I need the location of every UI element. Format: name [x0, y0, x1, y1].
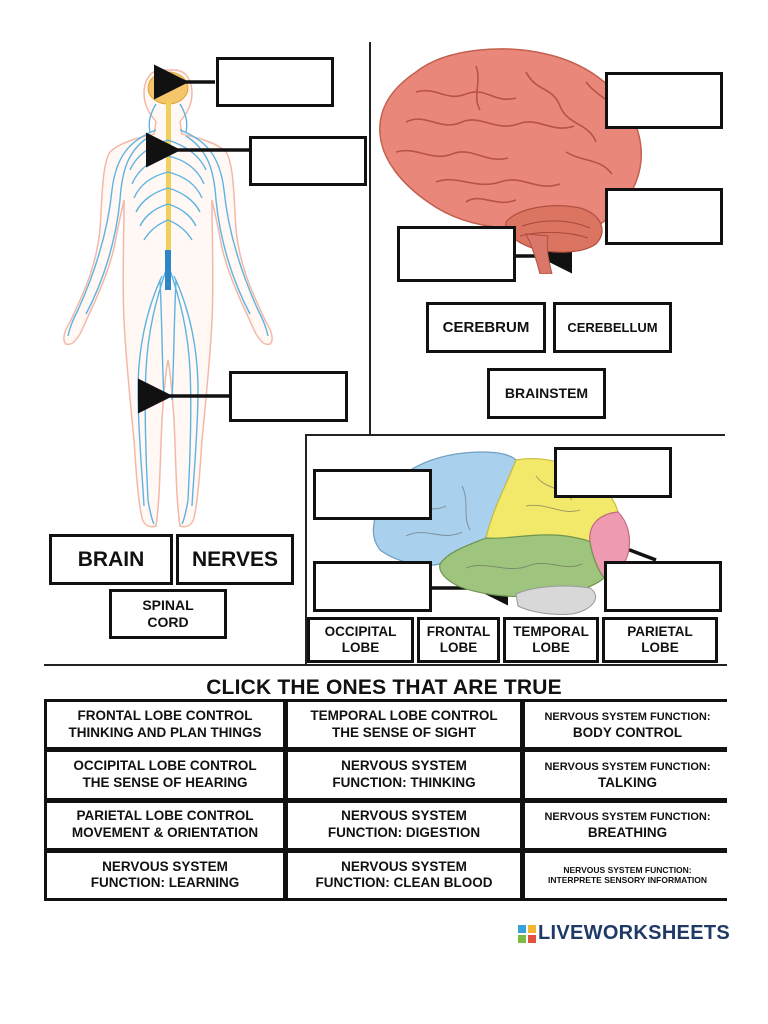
drop-box-cerebellum[interactable]: [605, 188, 723, 245]
tf-option-ns-sensory-information[interactable]: NERVOUS SYSTEM FUNCTION:INTERPRETE SENSO…: [525, 852, 730, 898]
liveworksheets-logo-icon: [518, 924, 536, 943]
label-nerves[interactable]: NERVES: [176, 534, 294, 585]
vertical-divider: [369, 42, 371, 434]
label-brainstem[interactable]: BRAINSTEM: [487, 368, 606, 419]
tf-option-ns-breathing[interactable]: NERVOUS SYSTEM FUNCTION:BREATHING: [525, 802, 730, 848]
label-cerebrum[interactable]: CEREBRUM: [426, 302, 546, 353]
drop-box-body-nerves[interactable]: [229, 371, 348, 422]
liveworksheets-logo: LIVEWORKSHEETS: [518, 922, 730, 945]
drop-box-lobe-temporal[interactable]: [313, 561, 432, 612]
label-frontal-lobe[interactable]: FRONTAL LOBE: [417, 617, 500, 663]
tf-option-ns-body-control[interactable]: NERVOUS SYSTEM FUNCTION:BODY CONTROL: [525, 702, 730, 748]
horizontal-divider: [44, 664, 727, 666]
drop-box-cerebrum[interactable]: [605, 72, 723, 129]
drop-box-body-spinal-cord[interactable]: [249, 136, 367, 186]
lobe-panel-top-line: [305, 434, 725, 436]
label-occipital-lobe[interactable]: OCCIPITAL LOBE: [307, 617, 414, 663]
tf-option-ns-talking[interactable]: NERVOUS SYSTEM FUNCTION:TALKING: [525, 752, 730, 798]
drop-box-brainstem[interactable]: [397, 226, 516, 282]
label-brain[interactable]: BRAIN: [49, 534, 173, 585]
label-spinal-cord[interactable]: SPINAL CORD: [109, 589, 227, 639]
true-false-title: CLICK THE ONES THAT ARE TRUE: [206, 676, 562, 699]
drop-box-body-brain[interactable]: [216, 57, 334, 107]
label-cerebellum[interactable]: CEREBELLUM: [553, 302, 672, 353]
drop-box-lobe-frontal[interactable]: [313, 469, 432, 520]
brain-image: [379, 48, 642, 274]
lobe-panel-left-line: [305, 434, 307, 664]
drop-box-lobe-parietal[interactable]: [554, 447, 672, 498]
label-parietal-lobe[interactable]: PARIETAL LOBE: [602, 617, 718, 663]
label-temporal-lobe[interactable]: TEMPORAL LOBE: [503, 617, 599, 663]
logo-text: LIVEWORKSHEETS: [538, 922, 730, 944]
drop-box-lobe-occipital[interactable]: [604, 561, 722, 612]
